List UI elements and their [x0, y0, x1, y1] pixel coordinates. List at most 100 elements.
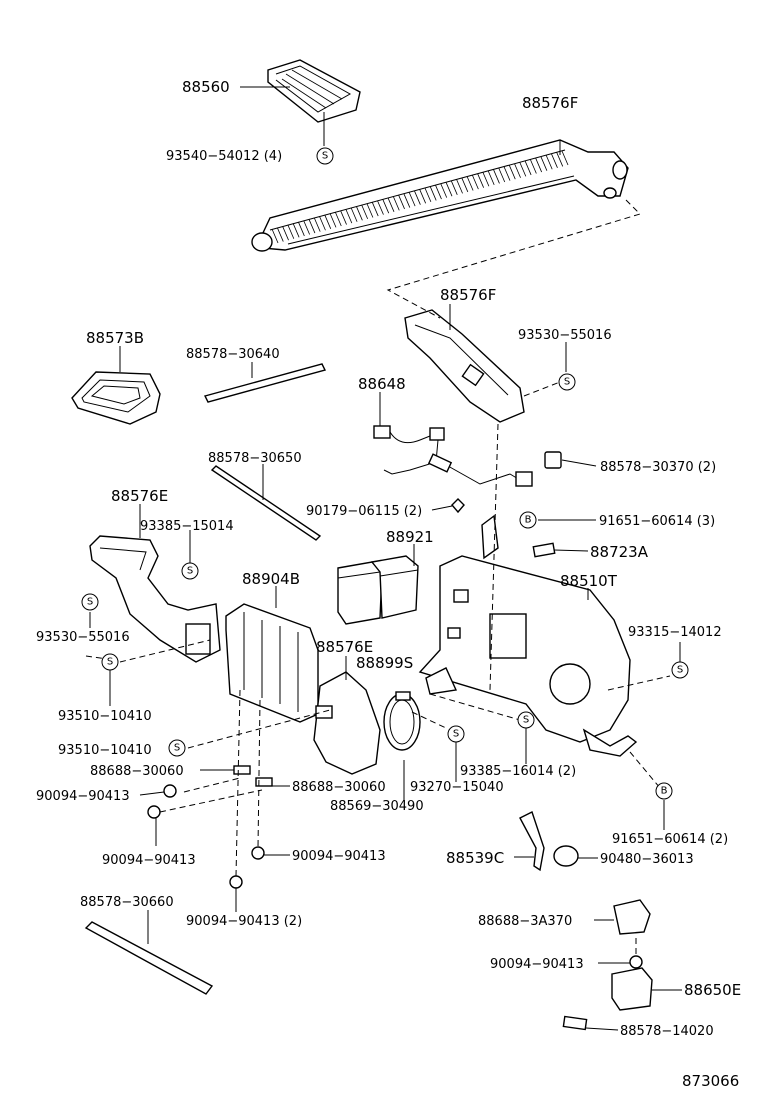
part-88578-30370-pad: [544, 451, 562, 469]
symbol-s: S: [447, 725, 465, 743]
label-90179: 90179−06115 (2): [306, 504, 422, 519]
part-labels: 88560 93540−54012 (4) 88576F 88576F 9353…: [36, 78, 741, 1090]
duct-hatch-line: [308, 218, 316, 234]
part-88648-harness: [373, 425, 533, 487]
label-91651-2: 91651−60614 (2): [612, 832, 728, 847]
duct-hatch-line: [408, 191, 416, 207]
label-93530-55016-left: 93530−55016: [36, 630, 130, 645]
part-90179-nut: [451, 498, 465, 514]
duct-hatch-line: [524, 160, 532, 176]
duct-hatch-line: [471, 174, 479, 190]
label-88539C: 88539C: [446, 849, 504, 867]
label-88569: 88569−30490: [330, 799, 424, 814]
svg-text:S: S: [87, 597, 93, 608]
duct-hatch-line: [487, 170, 495, 186]
svg-text:S: S: [453, 729, 459, 740]
label-90094-e: 90094−90413: [490, 957, 584, 972]
svg-text:S: S: [523, 715, 529, 726]
duct-hatch-line: [292, 223, 300, 238]
part-90094-screw-b: [147, 805, 161, 819]
leader-lines: [89, 86, 682, 1031]
duct-hatch-line: [282, 226, 289, 241]
duct-hatch-line: [382, 199, 390, 214]
duct-hatch-line: [514, 163, 521, 178]
duct-hatch-line: [392, 196, 400, 211]
part-88650E-sensor: [611, 967, 653, 1011]
label-88578-30640: 88578−30640: [186, 347, 280, 362]
part-88539C-hose: [519, 811, 545, 872]
label-88578-30370: 88578−30370 (2): [600, 460, 716, 475]
part-90094-screw-a: [163, 784, 177, 798]
svg-text:B: B: [661, 786, 668, 797]
label-88560: 88560: [182, 78, 230, 96]
duct-hatch-line: [345, 208, 353, 224]
duct-hatch-line: [419, 189, 427, 204]
part-88921-filters: [337, 555, 419, 625]
svg-text:S: S: [564, 377, 570, 388]
label-88904B: 88904B: [242, 570, 300, 588]
label-88576E-mid: 88576E: [316, 638, 373, 656]
label-93385-15014: 93385−15014: [140, 519, 234, 534]
label-88578-30660: 88578−30660: [80, 895, 174, 910]
duct-hatch-line: [477, 173, 485, 188]
assembly-dashed-lines: [85, 199, 671, 956]
duct-hatch-line: [445, 182, 453, 197]
duct-hatch-line: [519, 162, 527, 177]
label-90480: 90480−36013: [600, 852, 694, 867]
duct-hatch-line: [271, 228, 279, 244]
label-88573B: 88573B: [86, 329, 144, 347]
part-88510T-unit: [418, 514, 638, 757]
symbol-s: S: [101, 653, 119, 671]
part-88576E-small-duct: [313, 671, 381, 775]
label-88688-a: 88688−30060: [90, 764, 184, 779]
svg-text:S: S: [187, 566, 193, 577]
label-90094-a: 90094−90413: [36, 789, 130, 804]
duct-hatch-line: [324, 214, 332, 229]
symbol-s: S: [181, 562, 199, 580]
label-93510-b: 93510−10410: [58, 743, 152, 758]
part-88688-clip-a: [233, 765, 251, 775]
duct-hatch-line: [366, 203, 374, 218]
duct-hatch-line: [387, 197, 395, 212]
symbol-s: S: [168, 739, 186, 757]
label-93510-a: 93510−10410: [58, 709, 152, 724]
duct-hatch-line: [551, 153, 558, 168]
label-90094-b: 90094−90413: [102, 853, 196, 868]
duct-hatch-line: [424, 187, 432, 203]
duct-hatch-line: [561, 150, 569, 166]
symbol-b: B: [655, 782, 673, 800]
label-88921: 88921: [386, 528, 434, 546]
symbol-b: B: [519, 511, 537, 529]
part-88560-pad: [267, 59, 361, 123]
part-88899S-clamp: [383, 691, 421, 751]
duct-hatch-line: [361, 204, 369, 220]
part-88578-30640-strip: [203, 363, 327, 403]
part-88576E-duct: [89, 535, 221, 663]
svg-text:S: S: [174, 743, 180, 754]
label-88899S: 88899S: [356, 654, 413, 672]
symbol-s: S: [671, 661, 689, 679]
duct-hatch-line: [456, 179, 463, 194]
duct-hatch-line: [340, 210, 347, 225]
duct-hatch-line: [466, 176, 474, 191]
symbol-s: S: [517, 711, 535, 729]
label-88688-3A370: 88688−3A370: [478, 914, 572, 929]
label-90094-c: 90094−90413: [292, 849, 386, 864]
label-93315: 93315−14012: [628, 625, 722, 640]
part-88576F-top-duct: [251, 139, 629, 252]
diagram-number: 873066: [682, 1072, 739, 1090]
label-88578-30650: 88578−30650: [208, 451, 302, 466]
label-88576F-mid: 88576F: [440, 286, 496, 304]
duct-hatch-line: [545, 155, 553, 170]
duct-hatch-line: [503, 166, 511, 181]
duct-hatch-line: [276, 227, 284, 242]
part-88573B-gasket: [71, 371, 161, 425]
part-90094-screw-d: [229, 875, 243, 889]
duct-hatch-line: [303, 220, 311, 235]
part-88578-30660-strip: [84, 921, 214, 995]
duct-hatch-line: [334, 211, 342, 227]
part-88576F-mid-duct: [404, 309, 525, 423]
label-93530-55016-right: 93530−55016: [518, 328, 612, 343]
symbol-s: S: [81, 593, 99, 611]
